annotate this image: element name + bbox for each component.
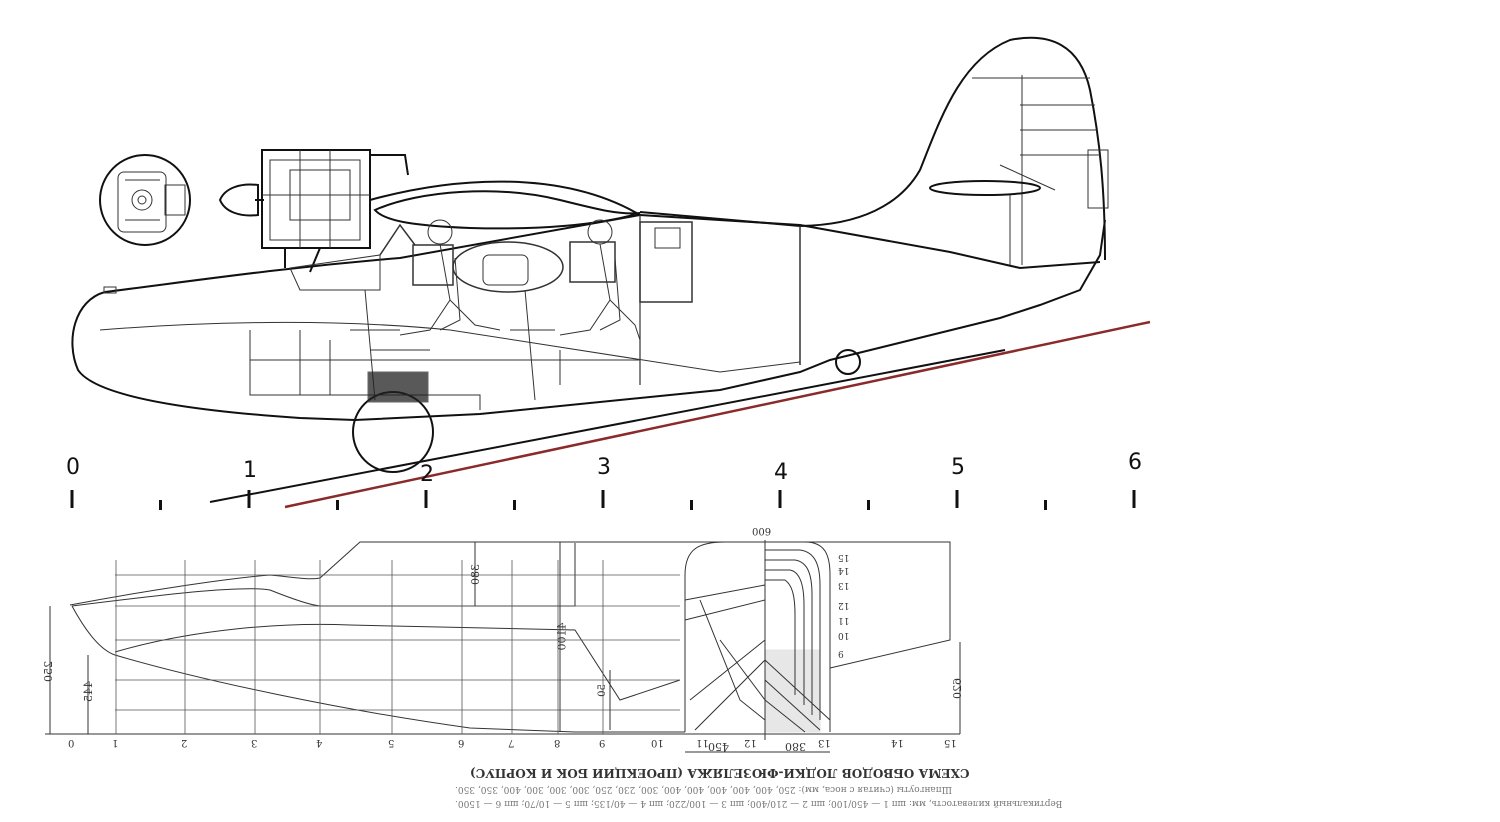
hull-lines-drawing xyxy=(45,540,961,753)
scale-label-3: 3 xyxy=(597,455,611,480)
body-plan-station-label: 15 xyxy=(838,552,850,562)
fuselage-top xyxy=(369,36,1106,261)
hull-frame-label: 12 xyxy=(744,737,757,748)
hull-frame-label: 7 xyxy=(508,737,515,748)
hull-dimension-lines xyxy=(49,542,961,753)
hull-frame-label: 11 xyxy=(696,737,709,748)
body-plan-station-label: 13 xyxy=(838,580,850,590)
hull-frame-label: 4 xyxy=(316,737,323,748)
hull-frame-label: 5 xyxy=(388,737,395,748)
hull-body-plan xyxy=(684,540,831,740)
body-plan-station-label: 14 xyxy=(838,565,850,575)
hull-chine xyxy=(99,321,801,373)
hull-keel-line xyxy=(71,605,685,733)
dim-620: 620 xyxy=(951,678,964,699)
engine-pylon xyxy=(284,247,381,291)
dim-450: 450 xyxy=(708,740,729,753)
fin-ribs xyxy=(972,75,1100,265)
scale-ruler xyxy=(70,490,1136,510)
keel-step-line xyxy=(209,349,1006,503)
dim-380-b: 380 xyxy=(785,740,806,753)
hull-frame-label: 10 xyxy=(651,737,664,748)
hull-frame-label: 0 xyxy=(68,737,75,748)
dim-50: 50 xyxy=(596,684,608,697)
caption-line-2: Вертикальный килеватость, мм: шп 1 — 450… xyxy=(455,798,1063,808)
deck-line xyxy=(104,213,1101,293)
cabin-interior xyxy=(249,215,801,410)
hull-frame-label: 15 xyxy=(944,737,957,748)
engine-nacelle xyxy=(261,149,409,249)
hull-deck-outline xyxy=(69,541,951,669)
main-wheel xyxy=(352,391,434,473)
body-plan-station-label: 10 xyxy=(838,630,850,640)
hull-outline xyxy=(71,219,1106,422)
dim-445: 445 xyxy=(82,681,95,702)
hull-sheer-line xyxy=(71,543,576,607)
dim-380: 380 xyxy=(469,564,482,585)
scale-label-0: 0 xyxy=(66,455,80,480)
scale-label-6: 6 xyxy=(1128,450,1142,475)
horizontal-stabilizer xyxy=(929,180,1041,196)
hull-frame-label: 3 xyxy=(251,737,258,748)
scale-label-2: 2 xyxy=(420,462,434,487)
waterline xyxy=(284,320,1151,509)
rudder-trim-box xyxy=(1087,149,1109,209)
hull-frame-label: 1 xyxy=(112,737,119,748)
bow-cleat xyxy=(103,286,117,294)
scale-label-1: 1 xyxy=(243,458,257,483)
dim-4100: 4100 xyxy=(555,622,569,651)
hull-frame-label: 6 xyxy=(458,737,465,748)
propeller-spinner xyxy=(218,183,259,217)
scale-label-5: 5 xyxy=(951,455,965,480)
caption-line-1: Шпангоуты (считая с носа, мм): 250, 400,… xyxy=(455,784,952,794)
hull-chine-line xyxy=(114,623,681,701)
stabilizer-strut xyxy=(999,164,1056,191)
hull-frame-label: 14 xyxy=(891,737,904,748)
dim-600: 600 xyxy=(752,525,772,536)
tail-wheel xyxy=(835,349,861,375)
engine-front-view-inset xyxy=(99,154,191,246)
hull-grid xyxy=(115,560,680,734)
body-plan-station-label: 12 xyxy=(838,600,850,610)
scale-label-4: 4 xyxy=(774,460,788,485)
airplane-side-view xyxy=(71,36,1151,509)
hull-frame-label: 13 xyxy=(818,737,831,748)
hull-frame-label: 2 xyxy=(181,737,188,748)
hull-frame-label: 8 xyxy=(554,737,561,748)
wing xyxy=(373,190,641,230)
hull-frame-label: 9 xyxy=(599,737,606,748)
body-plan-station-label: 9 xyxy=(838,648,844,658)
body-plan-station-label: 11 xyxy=(838,615,850,625)
dim-250: 250 xyxy=(42,661,55,682)
caption-title: СХЕМА ОБВОДОВ ЛОДКИ-ФЮЗЕЛЯЖА (ПРОЕКЦИИ Б… xyxy=(470,766,970,780)
